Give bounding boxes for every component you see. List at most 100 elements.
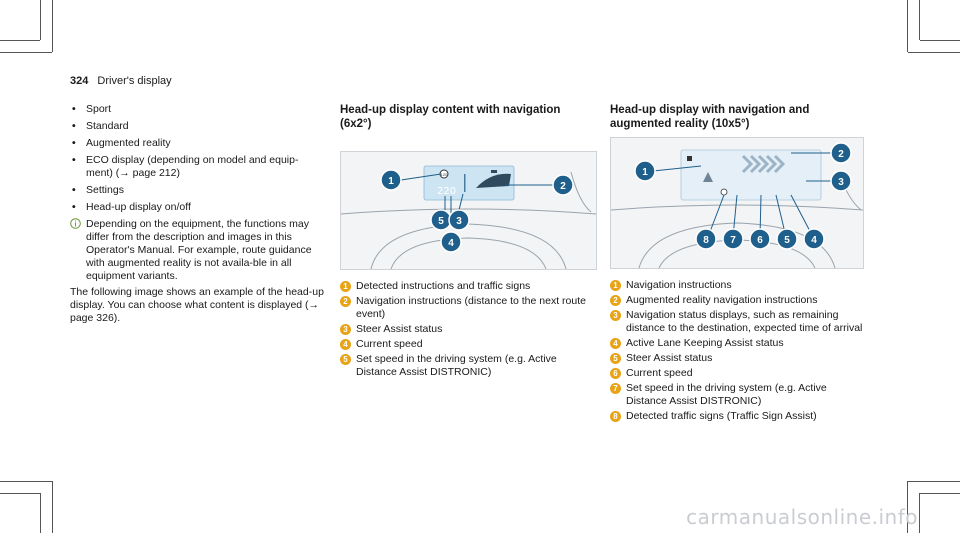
callout-6: 6 xyxy=(749,228,771,250)
callout-2: 2 xyxy=(552,174,574,196)
callout-5: 5 xyxy=(776,228,798,250)
column-left: Sport Standard Augmented reality ECO dis… xyxy=(70,103,325,325)
crop-mark xyxy=(0,40,40,41)
svg-text:5: 5 xyxy=(784,235,790,246)
crop-mark xyxy=(919,0,920,40)
svg-text:6: 6 xyxy=(757,235,763,246)
info-icon xyxy=(70,218,81,233)
section-title: Driver's display xyxy=(97,75,172,87)
crop-mark xyxy=(908,52,960,53)
legend-text: Current speed xyxy=(356,338,423,350)
legend-text: Navigation instructions (distance to the… xyxy=(356,295,586,320)
legend-item: 7 Set speed in the driving system (e.g. A… xyxy=(610,382,870,408)
legend-item: 3 Steer Assist status xyxy=(340,323,595,336)
callout-5: 5 xyxy=(430,209,452,231)
crop-mark xyxy=(52,0,53,52)
hud-ar-illustration: 1 2 3 8 7 6 5 xyxy=(611,142,863,268)
note: Depending on the equipment, the function… xyxy=(70,218,325,283)
list-item: ECO display (depending on model and equi… xyxy=(70,154,325,180)
legend-text: Detected traffic signs (Traffic Sign Ass… xyxy=(626,410,817,422)
crop-mark xyxy=(907,481,908,533)
hud-illustration: 120 220 1 2 5 xyxy=(341,165,596,269)
crop-mark xyxy=(920,40,960,41)
svg-text:1: 1 xyxy=(388,176,394,187)
legend-item: 1 Detected instructions and traffic signs xyxy=(340,280,595,293)
crop-mark xyxy=(908,481,960,482)
list-item: Sport xyxy=(70,103,325,116)
svg-text:8: 8 xyxy=(703,235,709,246)
number-badge: 1 xyxy=(340,281,351,292)
list-item: Standard xyxy=(70,120,325,133)
svg-text:5: 5 xyxy=(438,216,444,227)
number-badge: 3 xyxy=(340,324,351,335)
legend-item: 5 Steer Assist status xyxy=(610,352,870,365)
hud-figure-10x5: 1 2 3 8 7 6 5 xyxy=(610,137,864,269)
callout-7: 7 xyxy=(722,228,744,250)
number-badge: 5 xyxy=(340,354,351,365)
body-paragraph[interactable]: The following image shows an example of … xyxy=(70,286,324,324)
svg-text:7: 7 xyxy=(730,235,736,246)
callout-3: 3 xyxy=(448,209,470,231)
legend-item: 4 Current speed xyxy=(340,338,595,351)
svg-text:3: 3 xyxy=(456,216,462,227)
legend-text: Set speed in the driving system (e.g. Ac… xyxy=(356,353,557,378)
hud-figure-6x2: 120 220 1 2 5 xyxy=(340,151,597,270)
note-text: Depending on the equipment, the function… xyxy=(86,218,312,282)
eco-display-text[interactable]: ECO display (depending on model and equi… xyxy=(86,154,299,179)
legend-item: 2 Augmented reality navigation instructio… xyxy=(610,294,870,307)
crop-mark xyxy=(919,493,920,533)
crop-mark xyxy=(0,481,52,482)
crop-mark xyxy=(907,0,908,52)
list-item: Settings xyxy=(70,184,325,197)
list-item: Augmented reality xyxy=(70,137,325,150)
callout-1: 1 xyxy=(380,169,402,191)
number-badge: 2 xyxy=(340,296,351,307)
legend-text: Navigation instructions xyxy=(626,279,732,291)
legend-list: 1 Navigation instructions 2 Augmented real… xyxy=(610,279,870,423)
legend-text: Detected instructions and traffic signs xyxy=(356,280,531,292)
legend-item: 1 Navigation instructions xyxy=(610,279,870,292)
legend-text: Set speed in the driving system (e.g. Ac… xyxy=(626,382,827,407)
crop-mark xyxy=(0,493,40,494)
svg-text:2: 2 xyxy=(560,181,566,192)
legend-text: Steer Assist status xyxy=(626,352,713,364)
callout-1: 1 xyxy=(634,160,656,182)
number-badge: 5 xyxy=(610,353,621,364)
callout-4: 4 xyxy=(440,231,462,253)
number-badge: 4 xyxy=(340,339,351,350)
svg-text:1: 1 xyxy=(642,167,648,178)
number-badge: 1 xyxy=(610,280,621,291)
crop-mark xyxy=(52,481,53,533)
callout-2: 2 xyxy=(830,142,852,164)
crop-mark xyxy=(0,52,52,53)
svg-text:2: 2 xyxy=(838,149,844,160)
number-badge: 7 xyxy=(610,383,621,394)
crop-mark xyxy=(40,0,41,40)
callout-8: 8 xyxy=(695,228,717,250)
section-heading: Head-up display content with navigation … xyxy=(340,104,561,130)
hud-speed: 220 xyxy=(437,186,456,197)
page-number: 324 xyxy=(70,75,89,87)
svg-text:4: 4 xyxy=(811,235,817,246)
number-badge: 3 xyxy=(610,310,621,321)
crop-mark xyxy=(40,493,41,533)
svg-text:3: 3 xyxy=(838,177,844,188)
legend-text: Current speed xyxy=(626,367,693,379)
legend-item: 2 Navigation instructions (distance to th… xyxy=(340,295,595,321)
svg-text:120: 120 xyxy=(441,172,448,177)
number-badge: 4 xyxy=(610,338,621,349)
section-heading: Head-up display with navigation and augm… xyxy=(610,104,810,130)
page-header: 324 Driver's display xyxy=(70,75,172,87)
menu-options-list: Sport Standard Augmented reality ECO dis… xyxy=(70,103,325,214)
callout-4: 4 xyxy=(803,228,825,250)
column-right: Head-up display with navigation and augm… xyxy=(610,103,870,425)
legend-list: 1 Detected instructions and traffic signs… xyxy=(340,280,595,379)
callout-3: 3 xyxy=(830,170,852,192)
legend-text: Augmented reality navigation instruction… xyxy=(626,294,818,306)
number-badge: 2 xyxy=(610,295,621,306)
legend-text: Steer Assist status xyxy=(356,323,443,335)
